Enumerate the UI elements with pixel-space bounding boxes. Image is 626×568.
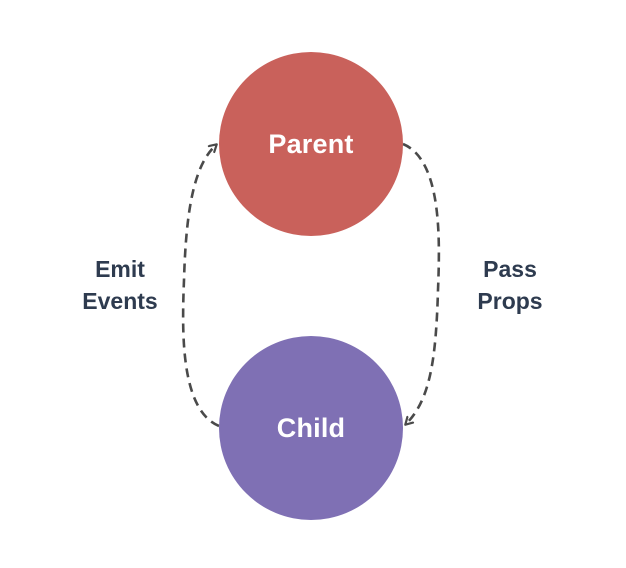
child-label: Child [276, 412, 346, 443]
emit-events-line1: Emit [95, 256, 145, 282]
pass-props-arrow [402, 142, 441, 424]
emit-events-arrow [181, 145, 220, 428]
emit-events-line2: Events [82, 288, 158, 314]
parent-label: Parent [268, 128, 354, 159]
emit-events-label: Emit Events [66, 253, 174, 317]
pass-props-line1: Pass [483, 256, 537, 282]
parent-node: Parent [219, 52, 403, 236]
pass-props-label: Pass Props [456, 253, 564, 317]
child-node: Child [219, 336, 403, 520]
pass-props-line2: Props [477, 288, 543, 314]
